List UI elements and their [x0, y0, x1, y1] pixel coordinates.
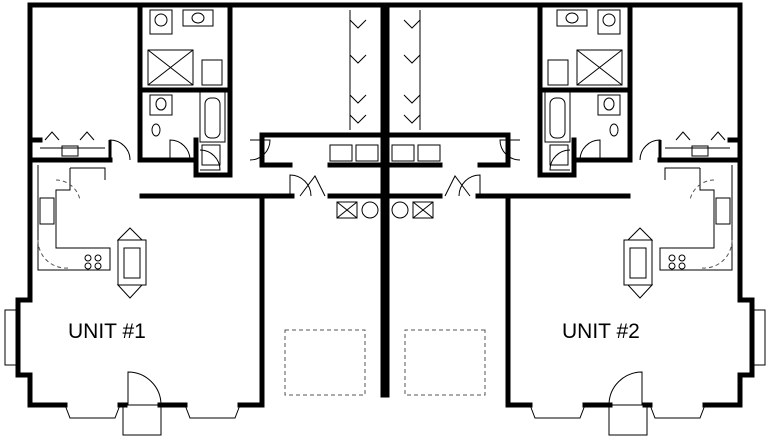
- unit-1-interior: [4, 2, 386, 436]
- unit-2-interior: [384, 2, 766, 436]
- party-wall: [380, 2, 390, 398]
- exterior-walls: [15, 2, 755, 408]
- unit-1-label: UNIT #1: [68, 320, 146, 343]
- unit-2-label: UNIT #2: [562, 320, 640, 343]
